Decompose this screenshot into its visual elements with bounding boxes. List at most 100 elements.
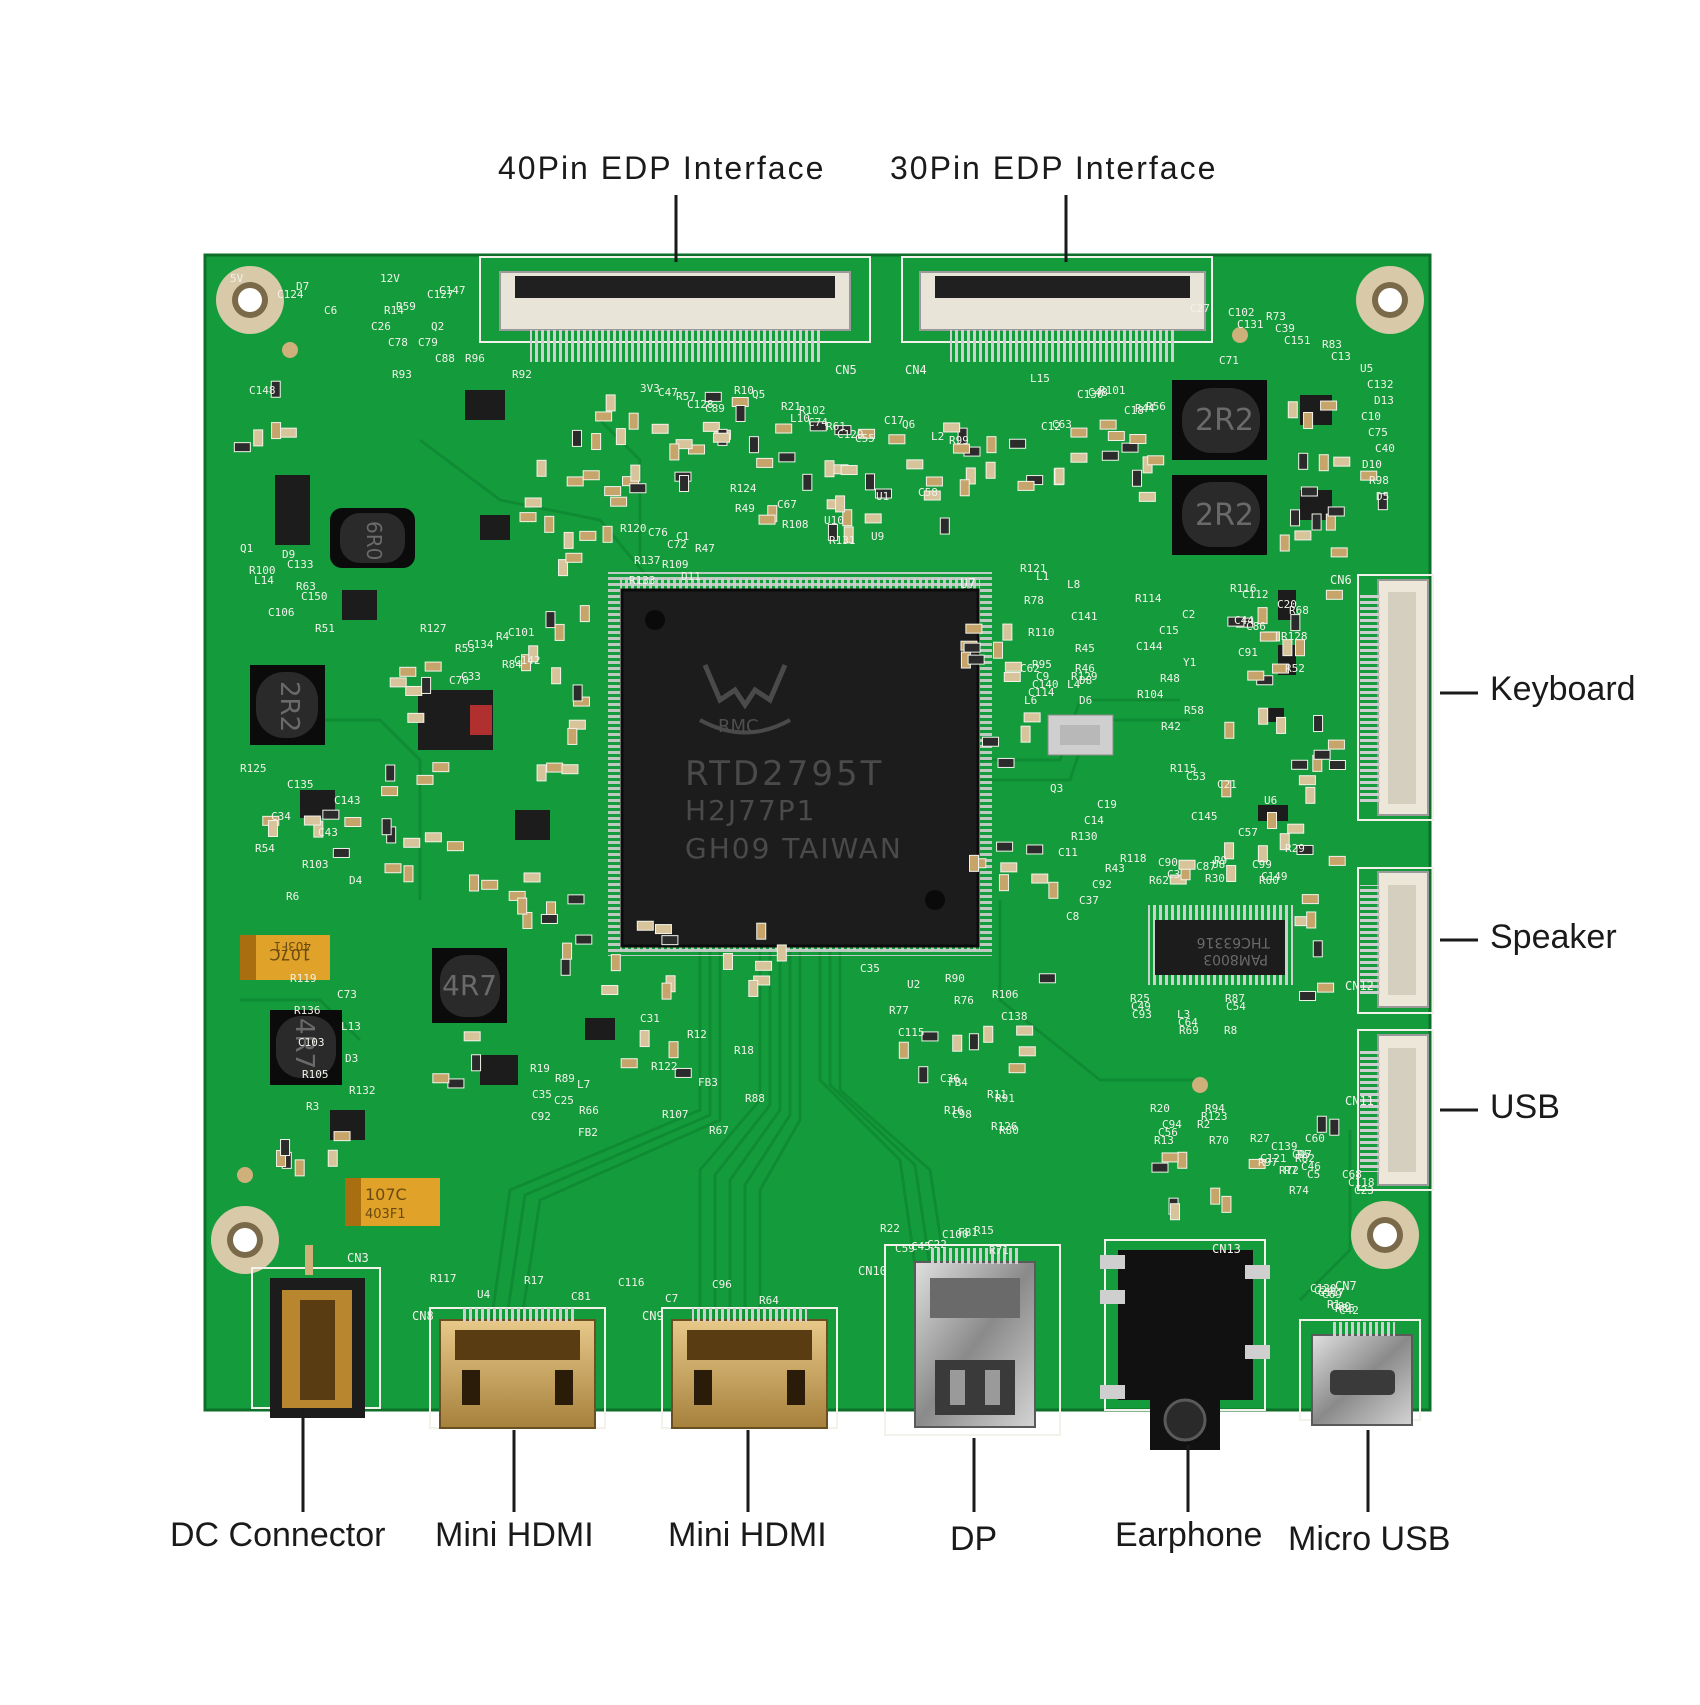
smd-component <box>1329 1118 1340 1136</box>
cap-label: 107C <box>269 945 311 964</box>
silkscreen-label: C17 <box>884 414 904 427</box>
silkscreen-label: D6 <box>1079 694 1092 707</box>
inductors: 2R2 2R2 2R2 6R0 4R7 4R7 <box>250 380 1267 1085</box>
silkscreen-label: R16 <box>944 1104 964 1117</box>
silkscreen-label: C141 <box>1071 610 1098 623</box>
silkscreen-label: C134 <box>467 638 494 651</box>
smd-component <box>271 422 282 440</box>
silkscreen-label: R54 <box>255 842 275 855</box>
smd-component <box>344 816 362 827</box>
silkscreen-label: R44 <box>1135 402 1155 415</box>
silkscreen-label: R121 <box>1020 562 1047 575</box>
silkscreen-label: R48 <box>1160 672 1180 685</box>
label-dp: DP <box>950 1520 998 1558</box>
silkscreen-label: C103 <box>298 1036 325 1049</box>
silkscreen-label: R114 <box>1135 592 1162 605</box>
smd-component <box>1018 1046 1036 1057</box>
silkscreen-label: R58 <box>1184 704 1204 717</box>
connector-ref: CN13 <box>1212 1242 1241 1256</box>
silkscreen-label: R22 <box>880 1222 900 1235</box>
smd-component <box>748 979 759 997</box>
dp-connector <box>884 1244 1061 1436</box>
inductor-label: 2R2 <box>274 681 304 732</box>
silkscreen-label: C26 <box>371 320 391 333</box>
silkscreen-label: C27 <box>1190 302 1210 315</box>
inductor-label: 6R0 <box>362 521 386 560</box>
silkscreen-label: R98 <box>1369 474 1389 487</box>
smd-component <box>874 488 892 499</box>
silkscreen-label: C34 <box>271 810 291 823</box>
connector-ref: CN4 <box>905 363 927 377</box>
smd-component <box>303 815 321 826</box>
silkscreen-label: C7 <box>665 1292 678 1305</box>
smd-component <box>981 736 999 747</box>
smd-component <box>267 819 278 837</box>
connector-ref: CN6 <box>1330 573 1352 587</box>
smd-component <box>405 685 423 696</box>
cap-label: 403F1 <box>365 1207 406 1222</box>
silkscreen-label: C73 <box>337 988 357 1001</box>
silkscreen-label: C64 <box>1178 1016 1198 1029</box>
silkscreen-label: C74 <box>808 416 828 429</box>
smd-component <box>636 920 654 931</box>
silkscreen-label: R5 <box>1297 1148 1310 1161</box>
silkscreen-label: C120 <box>1310 1282 1337 1295</box>
smd-component <box>967 654 985 665</box>
smd-component <box>687 444 705 455</box>
smd-component <box>565 552 583 563</box>
silkscreen-label: R92 <box>512 368 532 381</box>
silkscreen-label: R133 <box>629 574 656 587</box>
silkscreen-label: C63 <box>1052 418 1072 431</box>
silkscreen-label: R11 <box>987 1088 1007 1101</box>
smd-component <box>562 942 573 960</box>
silkscreen-label: R85 <box>1335 1302 1355 1315</box>
silkscreen-label: C31 <box>640 1012 660 1025</box>
silkscreen-label: C128 <box>687 398 714 411</box>
silkscreen-label: D13 <box>1374 394 1394 407</box>
smd-component <box>1276 716 1287 734</box>
silkscreen-label: R13 <box>1154 1134 1174 1147</box>
smd-component <box>661 982 672 1000</box>
silkscreen-label: C131 <box>1237 318 1264 331</box>
smd-component <box>280 1139 291 1157</box>
smd-component <box>827 523 838 541</box>
smd-component <box>1301 894 1319 905</box>
smd-component <box>1327 506 1345 517</box>
silkscreen-label: R116 <box>1230 582 1257 595</box>
silkscreen-label: R132 <box>349 1084 376 1097</box>
smd-component <box>575 934 593 945</box>
silkscreen-label: C49 <box>1131 1000 1151 1013</box>
board-traces <box>240 418 1352 1331</box>
mini-hdmi-connector-1 <box>429 1307 606 1429</box>
silkscreen-label: R30 <box>1205 872 1225 885</box>
silkscreen-label: 5V <box>230 272 244 285</box>
silkscreen-label: C91 <box>1238 646 1258 659</box>
silkscreen-label: C19 <box>1097 798 1117 811</box>
silkscreen-label: R95 <box>1032 658 1052 671</box>
smd-component <box>481 879 499 890</box>
smd-component <box>1313 749 1331 760</box>
silkscreen-label: R109 <box>662 558 689 571</box>
smd-component <box>1312 940 1323 958</box>
silkscreen-label: C124 <box>277 288 304 301</box>
smd-component <box>571 429 582 447</box>
mini-hdmi-connector-2 <box>661 1307 838 1429</box>
silkscreen-label: D10 <box>1362 458 1382 471</box>
silkscreen-label: R105 <box>302 1068 329 1081</box>
silkscreen-label: C96 <box>712 1278 732 1291</box>
smd-component <box>1224 721 1235 739</box>
smd-component <box>1267 811 1278 829</box>
silkscreen-label: C46 <box>1301 1160 1321 1173</box>
smd-component <box>579 605 590 623</box>
silkscreen-label: C48 <box>1088 386 1108 399</box>
smd-component <box>1327 739 1345 750</box>
smd-component <box>560 958 571 976</box>
silkscreen-label: C92 <box>531 1110 551 1123</box>
label-usb: USB <box>1490 1088 1560 1126</box>
smd-component <box>407 712 425 723</box>
smd-component <box>756 457 774 468</box>
silkscreen-label: Q2 <box>431 320 444 333</box>
smd-component <box>568 719 586 730</box>
silkscreen-label: R84 <box>502 658 522 671</box>
silkscreen-label: R45 <box>1075 642 1095 655</box>
